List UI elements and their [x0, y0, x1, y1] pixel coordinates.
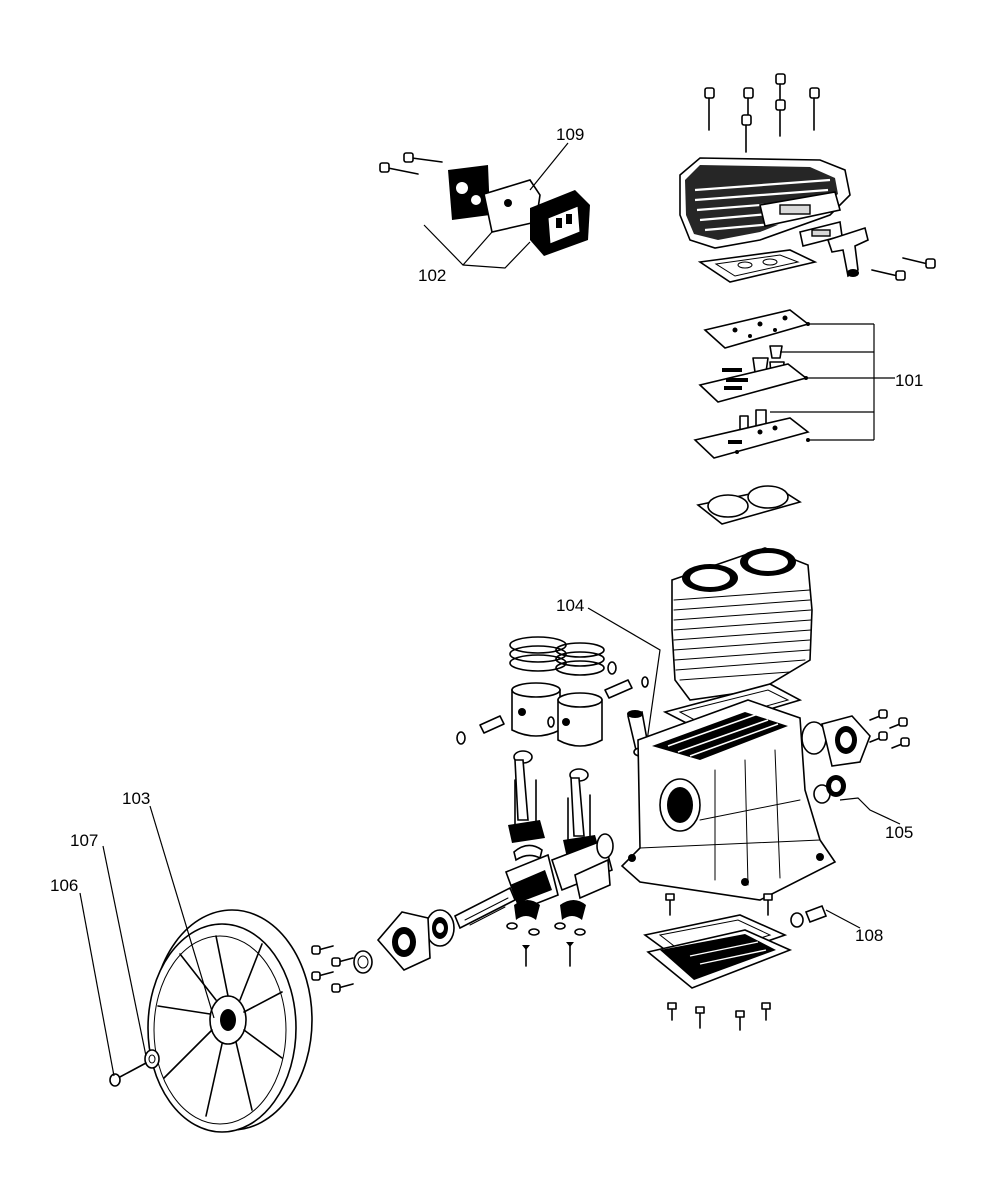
callout-102-leader: [423, 224, 531, 269]
flywheel-washer: [144, 1049, 160, 1069]
callout-103: 103: [122, 789, 150, 808]
flywheel-bolt: [109, 1062, 147, 1087]
outlet-gasket: [799, 221, 843, 247]
cylinder-top-gasket: [696, 485, 802, 525]
head-gasket: [697, 249, 818, 283]
outlet-elbow: [826, 226, 869, 278]
callout-105: 105: [885, 823, 913, 842]
filter-housing: [530, 190, 590, 256]
base-cover-bolts: [667, 1002, 771, 1031]
callout-101-leader: [770, 322, 895, 442]
callout-107: 107: [70, 831, 98, 850]
base-cover-plate: [646, 929, 793, 989]
left-cover-bolts: [311, 945, 354, 993]
drain-plug: [790, 904, 828, 928]
flywheel: [147, 909, 313, 1133]
filter-base-plate: [448, 165, 490, 220]
left-main-bearing: [425, 909, 455, 947]
rod-caps-and-nuts: [506, 900, 586, 967]
filter-bolts: [379, 152, 443, 175]
callout-104-leader: [587, 607, 661, 749]
crankcase: [620, 699, 837, 901]
elbow-bolts: [871, 257, 936, 281]
callout-108-leader: [825, 909, 861, 929]
base-cover-bolts-top: [665, 893, 773, 916]
callout-109: 109: [556, 125, 584, 144]
valve-plate-assembly: [693, 309, 810, 459]
connecting-rods: [508, 750, 600, 858]
left-bearing-cover: [376, 911, 431, 971]
cylinder-block: [671, 547, 813, 701]
oil-sight-glass: [813, 775, 846, 804]
oil-seal: [353, 950, 373, 974]
head-bolts: [704, 73, 820, 153]
flywheel-leaders: [79, 805, 215, 1077]
crankshaft: [453, 833, 614, 930]
callout-108: 108: [855, 926, 883, 945]
callout-106: 106: [50, 876, 78, 895]
callout-101: 101: [895, 371, 923, 390]
right-bearing-cover: [801, 715, 871, 767]
pistons: [511, 682, 603, 747]
callout-104: 104: [556, 596, 584, 615]
callout-105-leader: [839, 797, 901, 825]
piston-pins-and-clips: [456, 661, 649, 745]
cylinder-head: [679, 157, 851, 249]
callout-102: 102: [418, 266, 446, 285]
right-cover-bolts: [869, 709, 910, 749]
callout-109-leader: [529, 142, 569, 191]
piston-rings: [509, 636, 605, 676]
